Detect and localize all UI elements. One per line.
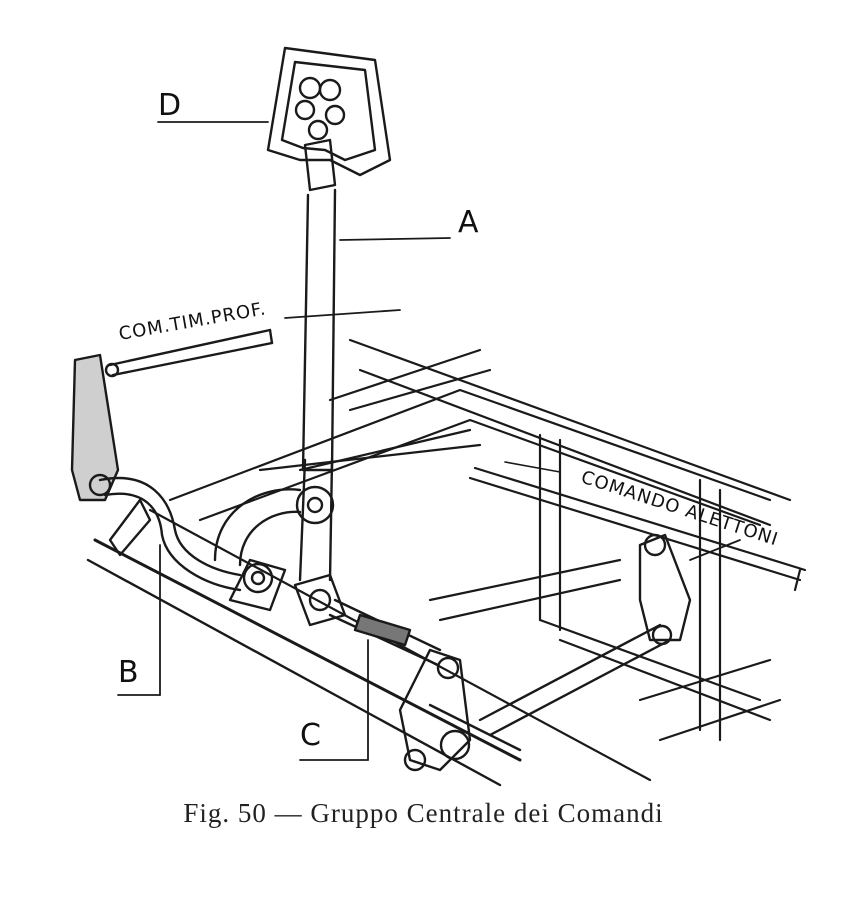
leader-lines bbox=[117, 121, 741, 761]
callout-b: B bbox=[118, 655, 139, 690]
callout-a: A bbox=[458, 205, 479, 240]
figure-caption: Fig. 50 — Gruppo Centrale dei Comandi bbox=[183, 798, 664, 828]
callout-c: C bbox=[300, 718, 321, 753]
callout-d: D bbox=[158, 88, 181, 123]
aileron-rod bbox=[468, 461, 807, 592]
control-stick bbox=[266, 46, 392, 627]
left-bellcrank bbox=[70, 328, 274, 557]
curved-arm bbox=[98, 477, 242, 592]
push-pull-rod bbox=[328, 598, 472, 772]
central-pivot bbox=[213, 485, 335, 612]
label-elevator-control: COM.TIM.PROF. bbox=[117, 298, 268, 345]
torque-tube bbox=[428, 533, 692, 752]
frame-structure bbox=[86, 338, 792, 787]
